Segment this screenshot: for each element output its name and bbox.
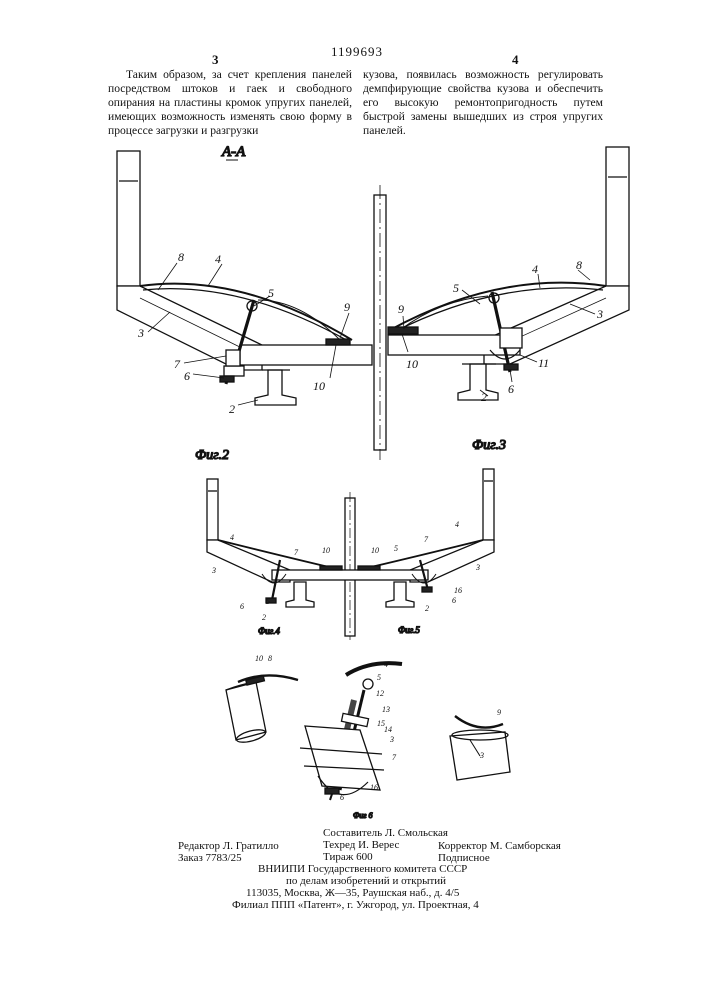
part-label: 9 [344,300,350,314]
part-label: 5 [377,673,381,682]
address-line-2: Филиал ППП «Патент», г. Ужгород, ул. Про… [232,899,479,911]
figure-caption: Фиг.4 [258,626,280,636]
part-label: 8 [576,258,582,272]
figure-caption: Фиг 6 [353,811,373,820]
part-label: 16 [370,783,378,792]
part-label: 6 [240,602,244,611]
part-label: 7 [294,548,299,557]
section-a-a-drawing [117,147,629,460]
part-label: 2 [262,613,266,622]
part-label: 3 [475,563,480,572]
part-label: 9 [497,708,501,717]
detail-left-drawing [226,675,298,744]
part-label: 8 [268,654,272,663]
part-label: 3 [137,326,144,340]
part-label: 5 [453,281,459,295]
part-label: 4 [532,262,538,276]
org-line-2: по делам изобретений и открытий [286,875,446,887]
part-label: 3 [479,751,484,760]
corrector: Корректор М. Самборская [438,840,561,852]
part-label: 6 [508,382,514,396]
part-label: 5 [266,597,270,606]
part-label: 3 [389,735,394,744]
part-label: 11 [538,356,549,370]
part-label: 2 [481,390,487,404]
part-label: 13 [382,705,390,714]
part-label: 10 [406,357,418,371]
figure-caption: Фиг.5 [398,625,420,635]
part-label: 4 [230,533,234,542]
figure-caption: Фиг.3 [472,438,506,453]
techred: Техред И. Верес [323,839,399,851]
order: Заказ 7783/25 [178,852,242,864]
part-label: 3 [211,566,216,575]
part-label: 2 [229,402,235,416]
part-label: 7 [174,357,181,371]
part-label: 4 [455,520,459,529]
part-label: 6 [184,369,190,383]
circulation: Тираж 600 [323,851,373,863]
part-label: 6 [340,793,344,802]
part-label: 8 [178,250,184,264]
composer: Составитель Л. Смольская [323,827,448,839]
part-label: 9 [398,302,404,316]
part-label: 12 [376,689,384,698]
part-label: 14 [384,725,392,734]
part-label: 7 [424,535,429,544]
part-label: 4 [215,252,221,266]
part-label: 6 [452,596,456,605]
part-label: 16 [454,586,462,595]
part-label: 7 [392,753,397,762]
detail-right-drawing [450,716,510,780]
part-label: 5 [268,286,274,300]
part-label: 4 [384,660,388,669]
address-line-1: 113035, Москва, Ж—35, Раушская наб., д. … [246,887,459,899]
part-label: 10 [255,654,263,663]
part-label: 2 [425,604,429,613]
part-label: 10 [322,546,330,555]
part-label: 10 [371,546,379,555]
figure-caption: Фиг.2 [195,448,229,463]
section-label: А-А [221,144,246,160]
editor: Редактор Л. Гратилло [178,840,279,852]
part-label: 10 [313,379,325,393]
org-line-1: ВНИИПИ Государственного комитета СССР [258,863,467,875]
small-section-drawing [207,469,494,640]
part-label: 3 [596,307,603,321]
part-label: 5 [394,544,398,553]
